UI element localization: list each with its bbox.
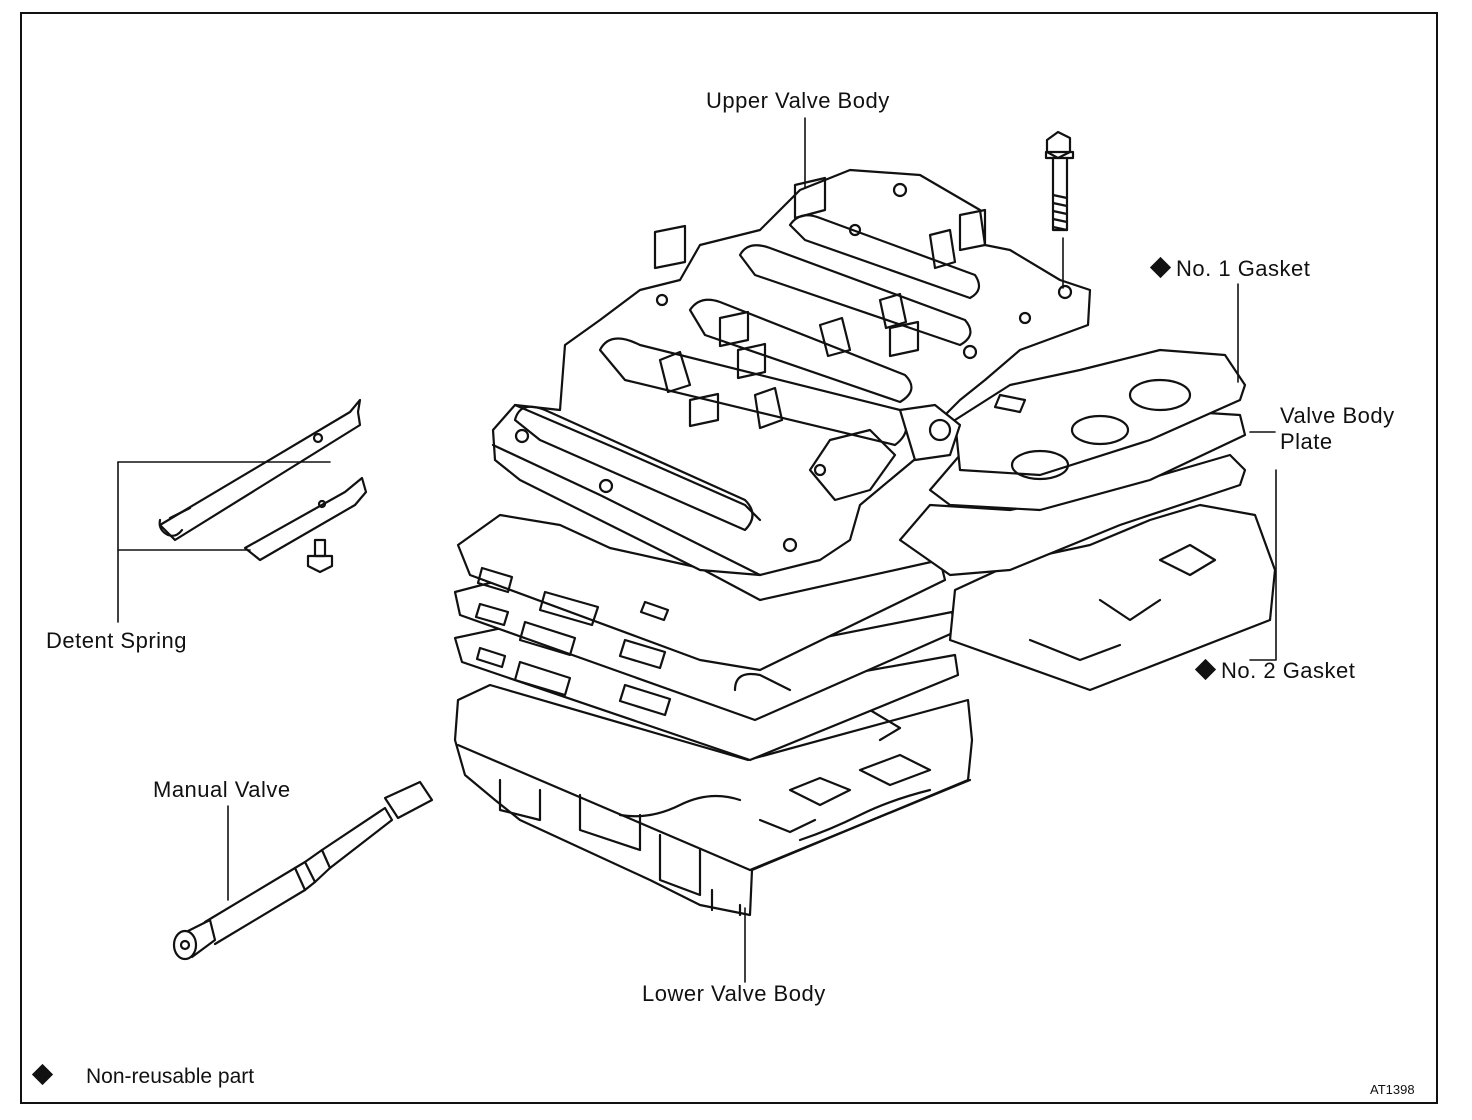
figure-code: AT1398: [1370, 1082, 1415, 1097]
detent-spring: [158, 398, 368, 574]
right-plate-stack: [898, 348, 1277, 692]
diamond-icon: [31, 1063, 54, 1086]
diamond-icon: [1194, 658, 1217, 681]
legend-text: Non-reusable part: [86, 1065, 255, 1088]
lower-valve-body: [453, 683, 974, 917]
label-detent-spring: Detent Spring: [46, 628, 188, 653]
upper-valve-body: [491, 168, 1092, 577]
bolt: [1044, 130, 1075, 232]
legend: Non-reusable part: [31, 1063, 255, 1088]
label-upper-valve-body: Upper Valve Body: [706, 88, 890, 113]
diamond-icon: [1149, 256, 1172, 279]
label-valve-body-plate-line2: Plate: [1280, 429, 1333, 454]
diagram-frame: [20, 12, 1438, 1104]
label-manual-valve: Manual Valve: [153, 777, 291, 802]
label-valve-body-plate-line1: Valve Body: [1280, 403, 1395, 428]
label-no2-gasket: No. 2 Gasket: [1194, 658, 1355, 682]
label-lower-valve-body: Lower Valve Body: [642, 981, 826, 1006]
leader-lines: [117, 117, 1277, 983]
manual-valve: [172, 780, 434, 961]
label-no1-gasket: No. 1 Gasket: [1149, 256, 1310, 280]
lower-plate-stack: [453, 513, 960, 762]
